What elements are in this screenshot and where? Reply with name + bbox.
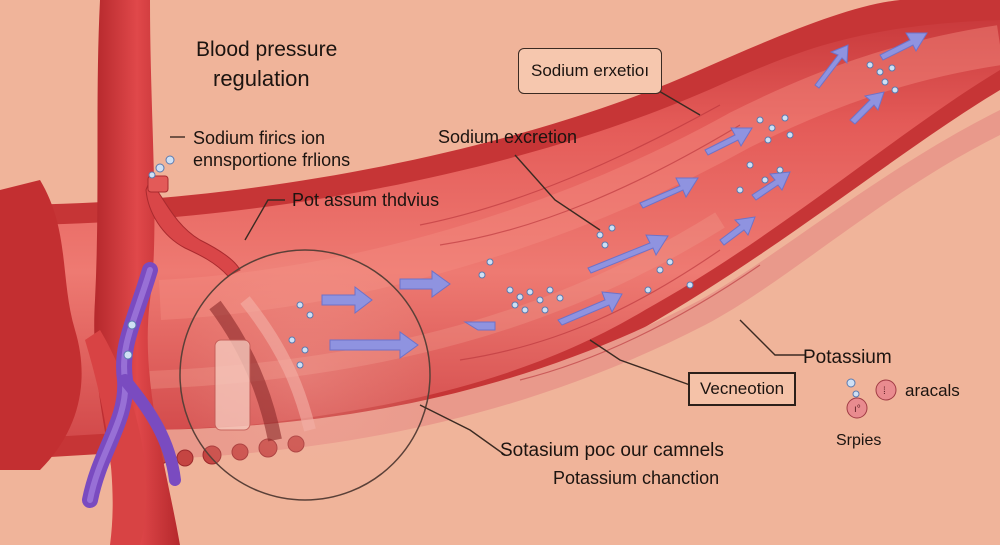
label-srpies: Srpies (836, 432, 882, 449)
svg-text:ı°: ı° (854, 404, 861, 415)
label-aracals: aracals (905, 381, 960, 400)
zoom-lens (179, 249, 431, 501)
label-ennsportione: ennsportione frlions (193, 150, 351, 170)
label-potassium: Potassium (803, 347, 892, 368)
purple-vein (82, 262, 181, 508)
callout-vecneotion: Vecneotion (688, 372, 797, 406)
label-sotasium-channels: Sotasium poc our camnels (500, 440, 724, 461)
flow-arrows (321, 32, 928, 359)
label-potassium-chanction: Potassium chanction (553, 468, 720, 488)
callout-sodium-erxetion: Sodium erxetioı (518, 48, 663, 94)
label-sodium-firics: Sodium firics ion (193, 128, 326, 148)
ion-particles (123, 61, 899, 369)
svg-text:⁞: ⁞ (883, 386, 886, 397)
diagram-title-line2: regulation (213, 66, 310, 91)
label-sodium-excretion: Sodium excretion (438, 127, 578, 147)
potassium-legend-icons: ı° ⁞ (846, 378, 897, 419)
diagram-title-line1: Blood pressure (196, 38, 338, 61)
leader-lines (170, 79, 805, 456)
label-potassum-thdvius: Pot assum thdvius (292, 190, 440, 210)
